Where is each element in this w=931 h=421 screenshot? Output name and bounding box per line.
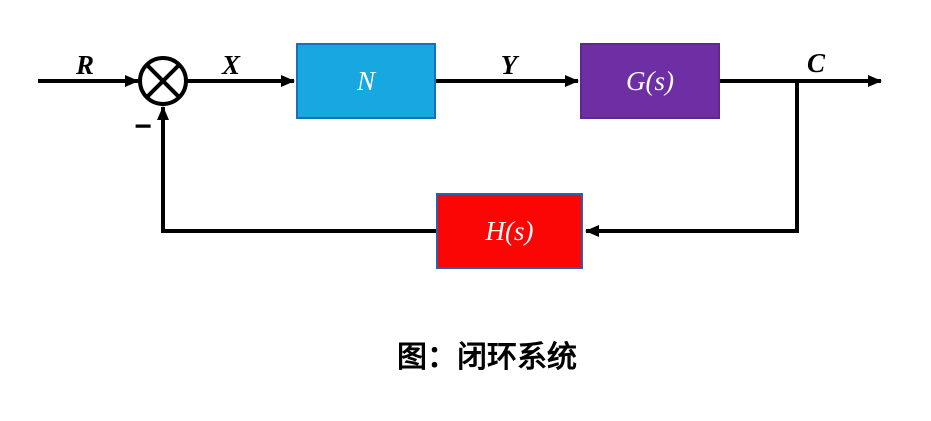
signal-label-c: C	[806, 48, 825, 78]
feedback-branch-into-h	[585, 81, 799, 237]
minus-sign: −	[134, 110, 152, 143]
block-hs-label: H(s)	[485, 215, 534, 246]
block-n-label: N	[356, 65, 375, 96]
figure-caption: 图：闭环系统	[397, 341, 577, 374]
block-gs-label: G(s)	[626, 65, 674, 96]
signal-label-x: X	[221, 50, 240, 80]
signal-label-r: R	[75, 50, 94, 80]
summing-junction-cross-line-2	[145, 63, 181, 99]
feedback-return-into-junction	[157, 106, 436, 233]
block-hs: H(s)	[436, 193, 583, 269]
block-gs: G(s)	[580, 43, 720, 119]
signal-label-y: Y	[500, 50, 518, 80]
block-n: N	[296, 43, 436, 119]
